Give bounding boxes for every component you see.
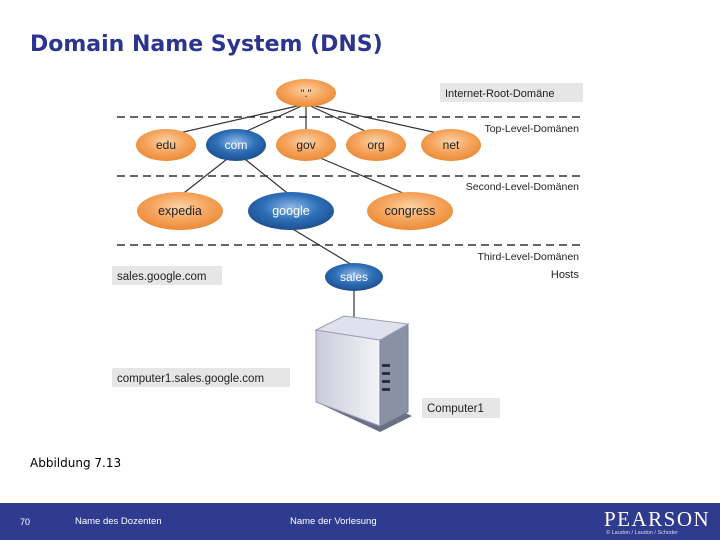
dns-node-com bbox=[206, 129, 266, 161]
dns-hierarchy-diagram: "." edu com gov org net expedia google c… bbox=[112, 79, 583, 432]
label-box-sales bbox=[112, 266, 222, 285]
address-label-computer: computer1.sales.google.com bbox=[117, 373, 264, 385]
dns-node-com-label: com bbox=[225, 138, 248, 152]
dns-node-org-label: org bbox=[367, 138, 384, 152]
pearson-logo: PEARSON bbox=[604, 507, 711, 531]
dns-node-gov bbox=[276, 129, 336, 161]
label-box-host bbox=[422, 398, 500, 418]
dns-node-net bbox=[421, 129, 481, 161]
dns-node-root bbox=[276, 79, 336, 107]
server-computer-icon bbox=[314, 315, 412, 432]
course-name: Name der Vorlesung bbox=[290, 516, 377, 527]
dns-node-expedia-label: expedia bbox=[158, 204, 202, 218]
level-label-sld: Second-Level-Domänen bbox=[466, 181, 579, 193]
dns-node-net-label: net bbox=[443, 138, 460, 152]
label-box-computer bbox=[112, 368, 290, 387]
dns-node-gov-label: gov bbox=[296, 138, 315, 152]
figure-caption: Abbildung 7.13 bbox=[30, 456, 122, 470]
lecturer-name: Name des Dozenten bbox=[75, 516, 162, 527]
copyright-note: © Laudon / Laudon / Schoder bbox=[606, 530, 678, 536]
dns-node-edu bbox=[136, 129, 196, 161]
footer-bar: 70 Name des Dozenten Name der Vorlesung … bbox=[0, 503, 720, 540]
dns-node-google-label: google bbox=[272, 204, 310, 218]
slide-title: Domain Name System (DNS) bbox=[30, 32, 383, 57]
dns-node-sales-label: sales bbox=[340, 270, 368, 284]
dns-node-congress bbox=[367, 192, 453, 230]
dns-node-root-label: "." bbox=[301, 88, 312, 100]
address-label-sales: sales.google.com bbox=[117, 271, 207, 283]
dns-node-edu-label: edu bbox=[156, 138, 176, 152]
dns-node-sales bbox=[325, 263, 383, 291]
address-label-host: Computer1 bbox=[427, 403, 484, 415]
label-box-root bbox=[440, 83, 583, 102]
dns-node-google bbox=[248, 192, 334, 230]
tree-connectors bbox=[165, 103, 452, 320]
page-number: 70 bbox=[20, 517, 31, 527]
level-label-tld: Top-Level-Domänen bbox=[484, 123, 579, 135]
dns-node-expedia bbox=[137, 192, 223, 230]
level-label-root: Internet-Root-Domäne bbox=[445, 88, 554, 100]
level-label-hosts: Hosts bbox=[551, 269, 580, 281]
level-label-third: Third-Level-Domänen bbox=[477, 251, 579, 263]
dns-node-congress-label: congress bbox=[385, 204, 436, 218]
dns-node-org bbox=[346, 129, 406, 161]
